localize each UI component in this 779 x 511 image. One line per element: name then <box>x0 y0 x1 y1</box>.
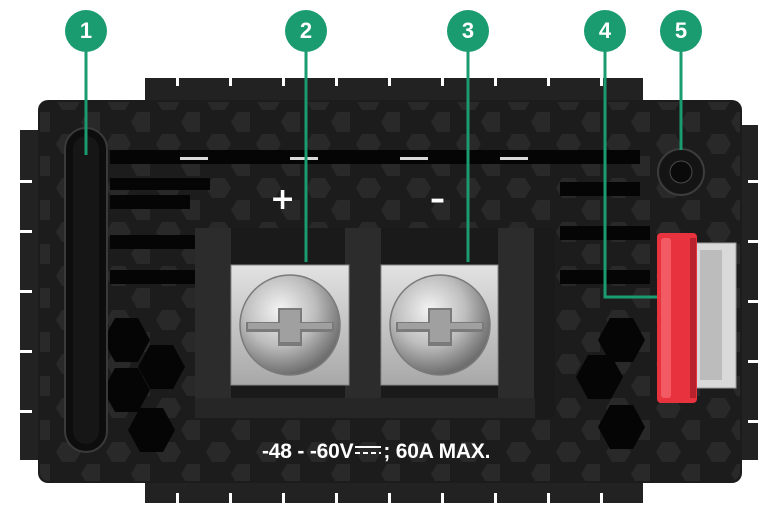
rating-current: ; 60A MAX. <box>383 440 491 463</box>
release-latch <box>657 233 737 403</box>
status-led <box>657 148 705 196</box>
callout-leaders <box>84 51 683 299</box>
hex-cutouts <box>103 318 645 452</box>
callout-4: 4 <box>584 10 626 52</box>
rating-voltage: -48 - -60V <box>262 440 354 463</box>
negative-terminal <box>380 264 499 386</box>
voltage-rating-label: -48 - -60V ; 60A MAX. <box>262 440 490 464</box>
positive-sign: + <box>270 182 296 217</box>
callout-2: 2 <box>285 10 327 52</box>
dc-symbol-icon <box>355 443 382 457</box>
negative-sign: – <box>430 182 445 217</box>
callout-1: 1 <box>65 10 107 52</box>
positive-terminal <box>230 264 350 386</box>
callout-5: 5 <box>660 10 702 52</box>
callout-3: 3 <box>447 10 489 52</box>
